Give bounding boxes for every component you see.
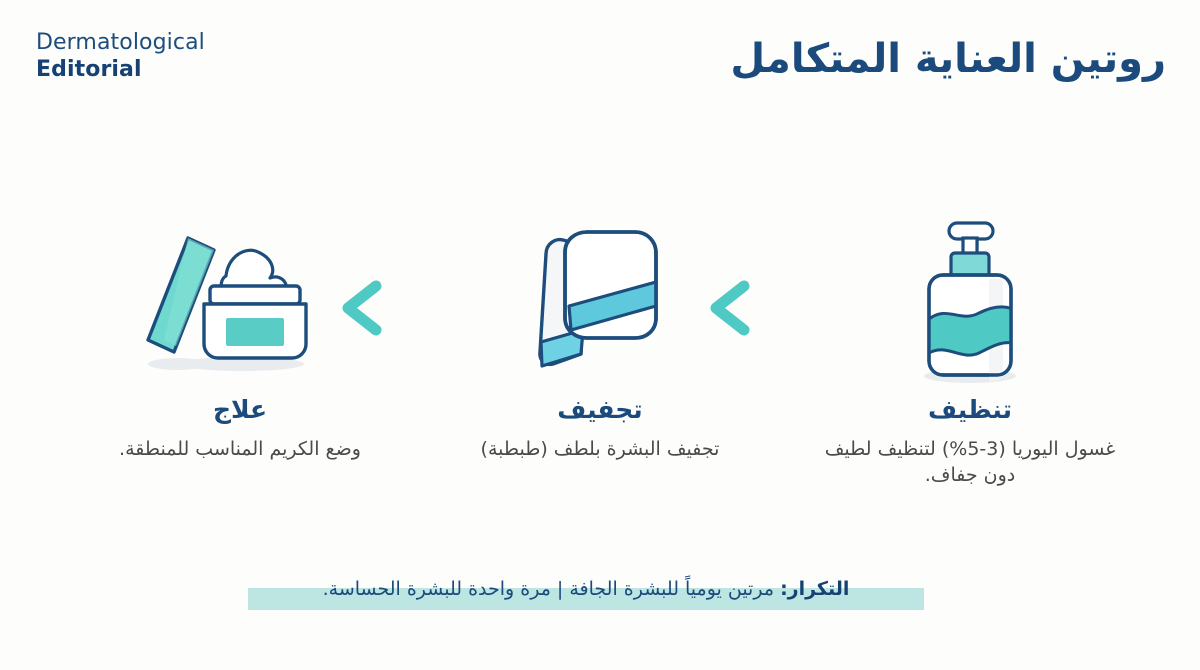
frequency-body: مرتين يومياً للبشرة الجافة | مرة واحدة ل… bbox=[322, 578, 775, 600]
step-description-dry: تجفيف البشرة بلطف (طبطبة) bbox=[480, 437, 720, 460]
frequency-highlight-bar bbox=[248, 588, 924, 610]
folded-towel-icon bbox=[537, 229, 658, 368]
brand-block: Dermatological Editorial bbox=[36, 30, 205, 84]
arrow-cleanse-to-dry bbox=[700, 280, 870, 336]
cream-jar-icon bbox=[146, 236, 308, 371]
step-icon-treat bbox=[115, 196, 345, 396]
step-heading-dry: تجفيف bbox=[557, 395, 643, 424]
frequency-banner: التكرار: مرتين يومياً للبشرة الجافة | مر… bbox=[248, 576, 924, 610]
page-title: روتين العناية المتكامل bbox=[730, 36, 1166, 82]
arrow-dry-to-treat bbox=[332, 280, 502, 336]
brand-line-secondary: Editorial bbox=[36, 56, 142, 82]
frequency-label: التكرار: bbox=[780, 578, 850, 600]
step-icon-cleanse bbox=[855, 196, 1085, 396]
arrow-left-icon bbox=[710, 280, 866, 336]
step-text-dry: تجفيف تجفيف البشرة بلطف (طبطبة) bbox=[450, 396, 750, 462]
arrow-left-icon bbox=[342, 280, 498, 336]
routine-step-labels: تنظيف غسول اليوريا (3-5%) لتنظيف لطيف دو… bbox=[0, 396, 1200, 536]
pump-bottle-icon bbox=[924, 221, 1016, 383]
step-heading-treat: علاج bbox=[212, 395, 268, 424]
step-heading-cleanse: تنظيف bbox=[928, 395, 1012, 424]
step-text-cleanse: تنظيف غسول اليوريا (3-5%) لتنظيف لطيف دو… bbox=[820, 396, 1120, 489]
step-description-cleanse: غسول اليوريا (3-5%) لتنظيف لطيف دون جفاف… bbox=[824, 437, 1116, 487]
step-icon-dry bbox=[485, 196, 715, 396]
frequency-text: التكرار: مرتين يومياً للبشرة الجافة | مر… bbox=[248, 576, 924, 604]
brand-line-primary: Dermatological bbox=[36, 30, 205, 55]
routine-flow bbox=[0, 196, 1200, 406]
step-description-treat: وضع الكريم المناسب للمنطقة. bbox=[119, 437, 361, 460]
step-text-treat: علاج وضع الكريم المناسب للمنطقة. bbox=[90, 396, 390, 462]
